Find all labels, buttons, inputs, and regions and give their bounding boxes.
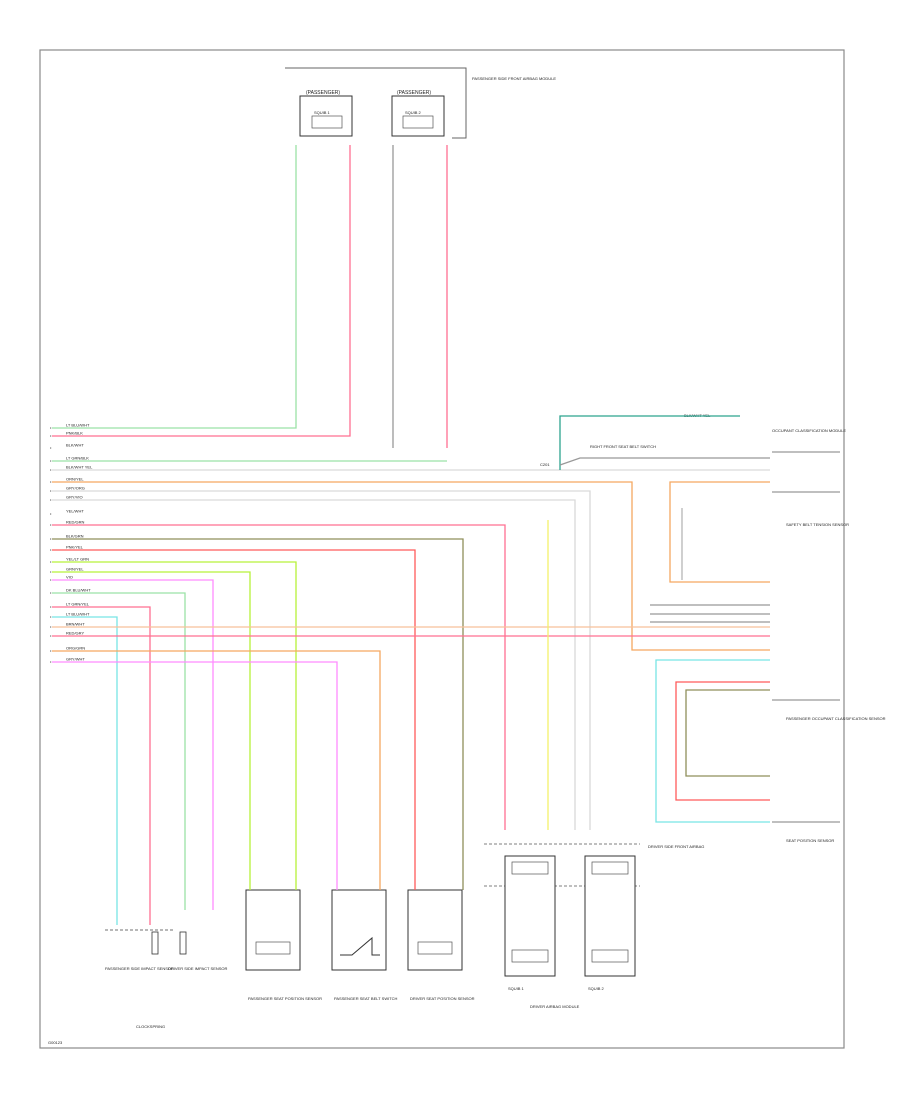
right-components: OCCUPANT CLASSIFICATION MODULE BLK/WHT Y… xyxy=(540,413,886,843)
bus-label-19: RED/GRY xyxy=(66,631,84,636)
bus-pin-8: • xyxy=(50,511,52,516)
bus-pin-12: • xyxy=(50,559,52,564)
right-bottom-squib-right: SQUIB 2 xyxy=(588,986,605,991)
center-connector-label: C201 xyxy=(540,462,550,467)
top-connector-left-label: (PASSENGER) xyxy=(306,90,340,96)
wire-14 xyxy=(52,571,251,890)
bus-label-17: LT BLU/WHT xyxy=(66,612,90,617)
diagram-frame xyxy=(39,49,845,1049)
bus-pin-2: • xyxy=(50,445,52,450)
wire-11 xyxy=(52,538,464,890)
bottom-component-2: PASSENGER SEAT POSITION SENSOR xyxy=(248,996,322,1001)
bus-pin-11: • xyxy=(50,547,52,552)
bus-pin-17: • xyxy=(50,614,52,619)
wire-6 xyxy=(559,415,740,470)
page-code: G00123 xyxy=(48,1040,63,1045)
wire-8 xyxy=(52,490,591,830)
wire-13 xyxy=(52,561,297,890)
right-bottom-module-label: DRIVER SIDE FRONT AIRBAG xyxy=(648,844,704,849)
bus-pin-4: • xyxy=(50,467,52,472)
wire-25 xyxy=(669,481,770,583)
wire-1 xyxy=(52,145,351,437)
bus-label-10: BLK/GRN xyxy=(66,534,84,539)
bus-pin-14: • xyxy=(50,577,52,582)
wire-22 xyxy=(52,661,338,890)
bus-labels: LT BLU/WHT • PNK/BLK • BLK/WHT • LT GRN/BLK • BL… xyxy=(50,423,93,665)
bottom-left-sub-label: CLOCKSPRING xyxy=(136,1024,165,1029)
bus-label-2: BLK/WHT xyxy=(66,443,84,448)
bus-pin-13: • xyxy=(50,569,52,574)
bus-label-14: VIO xyxy=(66,575,73,580)
bus-pin-3: • xyxy=(50,458,52,463)
bus-label-12: YEL/LT GRN xyxy=(66,557,89,562)
bus-label-5: ORN/YEL xyxy=(66,477,84,482)
bus-pin-9: • xyxy=(50,522,52,527)
bus-label-0: LT BLU/WHT xyxy=(66,423,90,428)
bus-pin-19: • xyxy=(50,633,52,638)
wire-18 xyxy=(52,616,118,925)
bus-label-6: GRY/ORG xyxy=(66,486,85,491)
bus-pin-18: • xyxy=(50,624,52,629)
bus-pin-6: • xyxy=(50,488,52,493)
bus-label-4: BLK/WHT YEL xyxy=(66,465,93,470)
bus-label-8: YEL/WHT xyxy=(66,509,84,514)
bottom-component-0: PASSENGER SIDE IMPACT SENSOR xyxy=(105,966,174,971)
wire-17 xyxy=(52,606,151,925)
bottom-components: PASSENGER SIDE IMPACT SENSOR DRIVER SIDE… xyxy=(105,843,704,1029)
wire-15 xyxy=(52,579,214,910)
wire-12 xyxy=(52,549,416,890)
bus-label-21: GRY/WHT xyxy=(66,657,85,662)
bus-pin-16: • xyxy=(50,604,52,609)
bus-label-18: BRN/WHT xyxy=(66,622,85,627)
bus-label-20: ORG/GRN xyxy=(66,646,85,651)
wire-29 xyxy=(655,659,770,823)
bus-label-11: PNK/YEL xyxy=(66,545,84,550)
wire-16 xyxy=(52,592,186,910)
wire-0 xyxy=(52,145,297,429)
bottom-component-4: DRIVER SEAT POSITION SENSOR xyxy=(410,996,475,1001)
wire-24 xyxy=(559,457,770,466)
bottom-group-label: DRIVER AIRBAG MODULE xyxy=(530,1004,580,1009)
right-top-module-label: OCCUPANT CLASSIFICATION MODULE xyxy=(772,428,846,433)
bus-pin-21: • xyxy=(50,659,52,664)
bus-pin-10: • xyxy=(50,536,52,541)
wire-9 xyxy=(52,499,576,830)
top-airbag-module: (PASSENGER) (PASSENGER) SQUIB 1 SQUIB 2 … xyxy=(285,67,556,139)
top-squib-left-label: SQUIB 1 xyxy=(314,110,331,115)
top-connector-right-label: (PASSENGER) xyxy=(397,90,431,96)
top-squib-right-label: SQUIB 2 xyxy=(405,110,422,115)
bus-pin-0: • xyxy=(50,425,52,430)
wire-10 xyxy=(52,524,506,830)
bus-pin-5: • xyxy=(50,479,52,484)
bottom-component-3: PASSENGER SEAT BELT SWITCH xyxy=(334,996,398,1001)
bus-label-7: GRY/VIO xyxy=(66,495,83,500)
bus-label-3: LT GRN/BLK xyxy=(66,456,89,461)
bottom-component-1: DRIVER SIDE IMPACT SENSOR xyxy=(168,966,228,971)
bus-label-15: DK BLU/WHT xyxy=(66,588,91,593)
bus-pin-20: • xyxy=(50,648,52,653)
wire-layer xyxy=(52,145,770,925)
right-sensor3-label: SEAT POSITION SENSOR xyxy=(786,838,834,843)
bus-label-13: GRN/YEL xyxy=(66,567,84,572)
wire-21 xyxy=(52,650,381,890)
wire-7 xyxy=(52,481,770,651)
right-sensor1-label: SAFETY BELT TENSION SENSOR xyxy=(786,522,849,527)
top-module-label: PASSENGER SIDE FRONT AIRBAG MODULE xyxy=(472,76,556,81)
bus-pin-1: • xyxy=(50,433,52,438)
bus-label-1: PNK/BLK xyxy=(66,431,83,436)
right-sensor2-label: PASSENGER OCCUPANT CLASSIFICATION SENSOR xyxy=(786,716,886,721)
wire-31 xyxy=(685,689,770,777)
right-bottom-squib-left: SQUIB 1 xyxy=(508,986,525,991)
bus-pin-7: • xyxy=(50,497,52,502)
wire-30 xyxy=(675,681,770,801)
bus-pin-15: • xyxy=(50,590,52,595)
bus-label-9: RED/GRN xyxy=(66,520,85,525)
right-splice-label: RIGHT FRONT SEAT BELT SWITCH xyxy=(590,444,656,449)
bus-label-16: LT GRN/YEL xyxy=(66,602,90,607)
